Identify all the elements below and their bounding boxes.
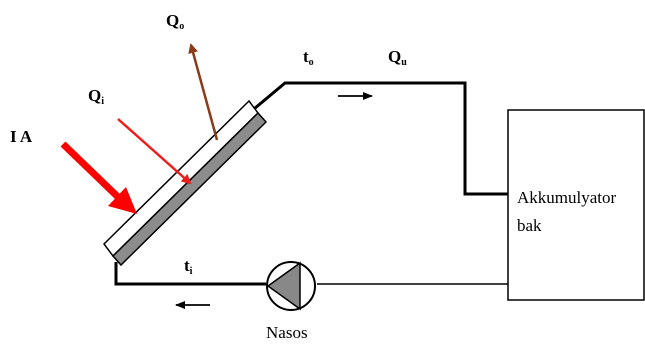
collector-absorber-plate [111,111,268,267]
pump-triangle-icon [266,261,301,311]
cold-return-pipe-left [114,262,266,286]
hot-outlet-pipe [253,81,508,196]
useful-heat-label: Qu [388,47,407,68]
pump-label: Nasos [266,323,308,342]
storage-tank-label-line2: bak [517,216,542,235]
storage-tank [507,109,645,301]
incident-radiation-shaft [60,141,121,200]
incident-radiation-arrowhead [108,187,137,214]
collector-glazing [103,99,259,258]
incident-radiation-label: I A [10,127,33,146]
heat-loss-arrow [188,43,219,141]
absorbed-heat-arrow [117,118,192,185]
heat-loss-label: Qo [166,11,185,32]
outlet-temperature-label: to [303,47,314,68]
inlet-temperature-label: ti [184,256,193,277]
absorbed-heat-label: Qi [88,86,105,107]
storage-tank-label-line1: Akkumulyator [517,188,617,207]
